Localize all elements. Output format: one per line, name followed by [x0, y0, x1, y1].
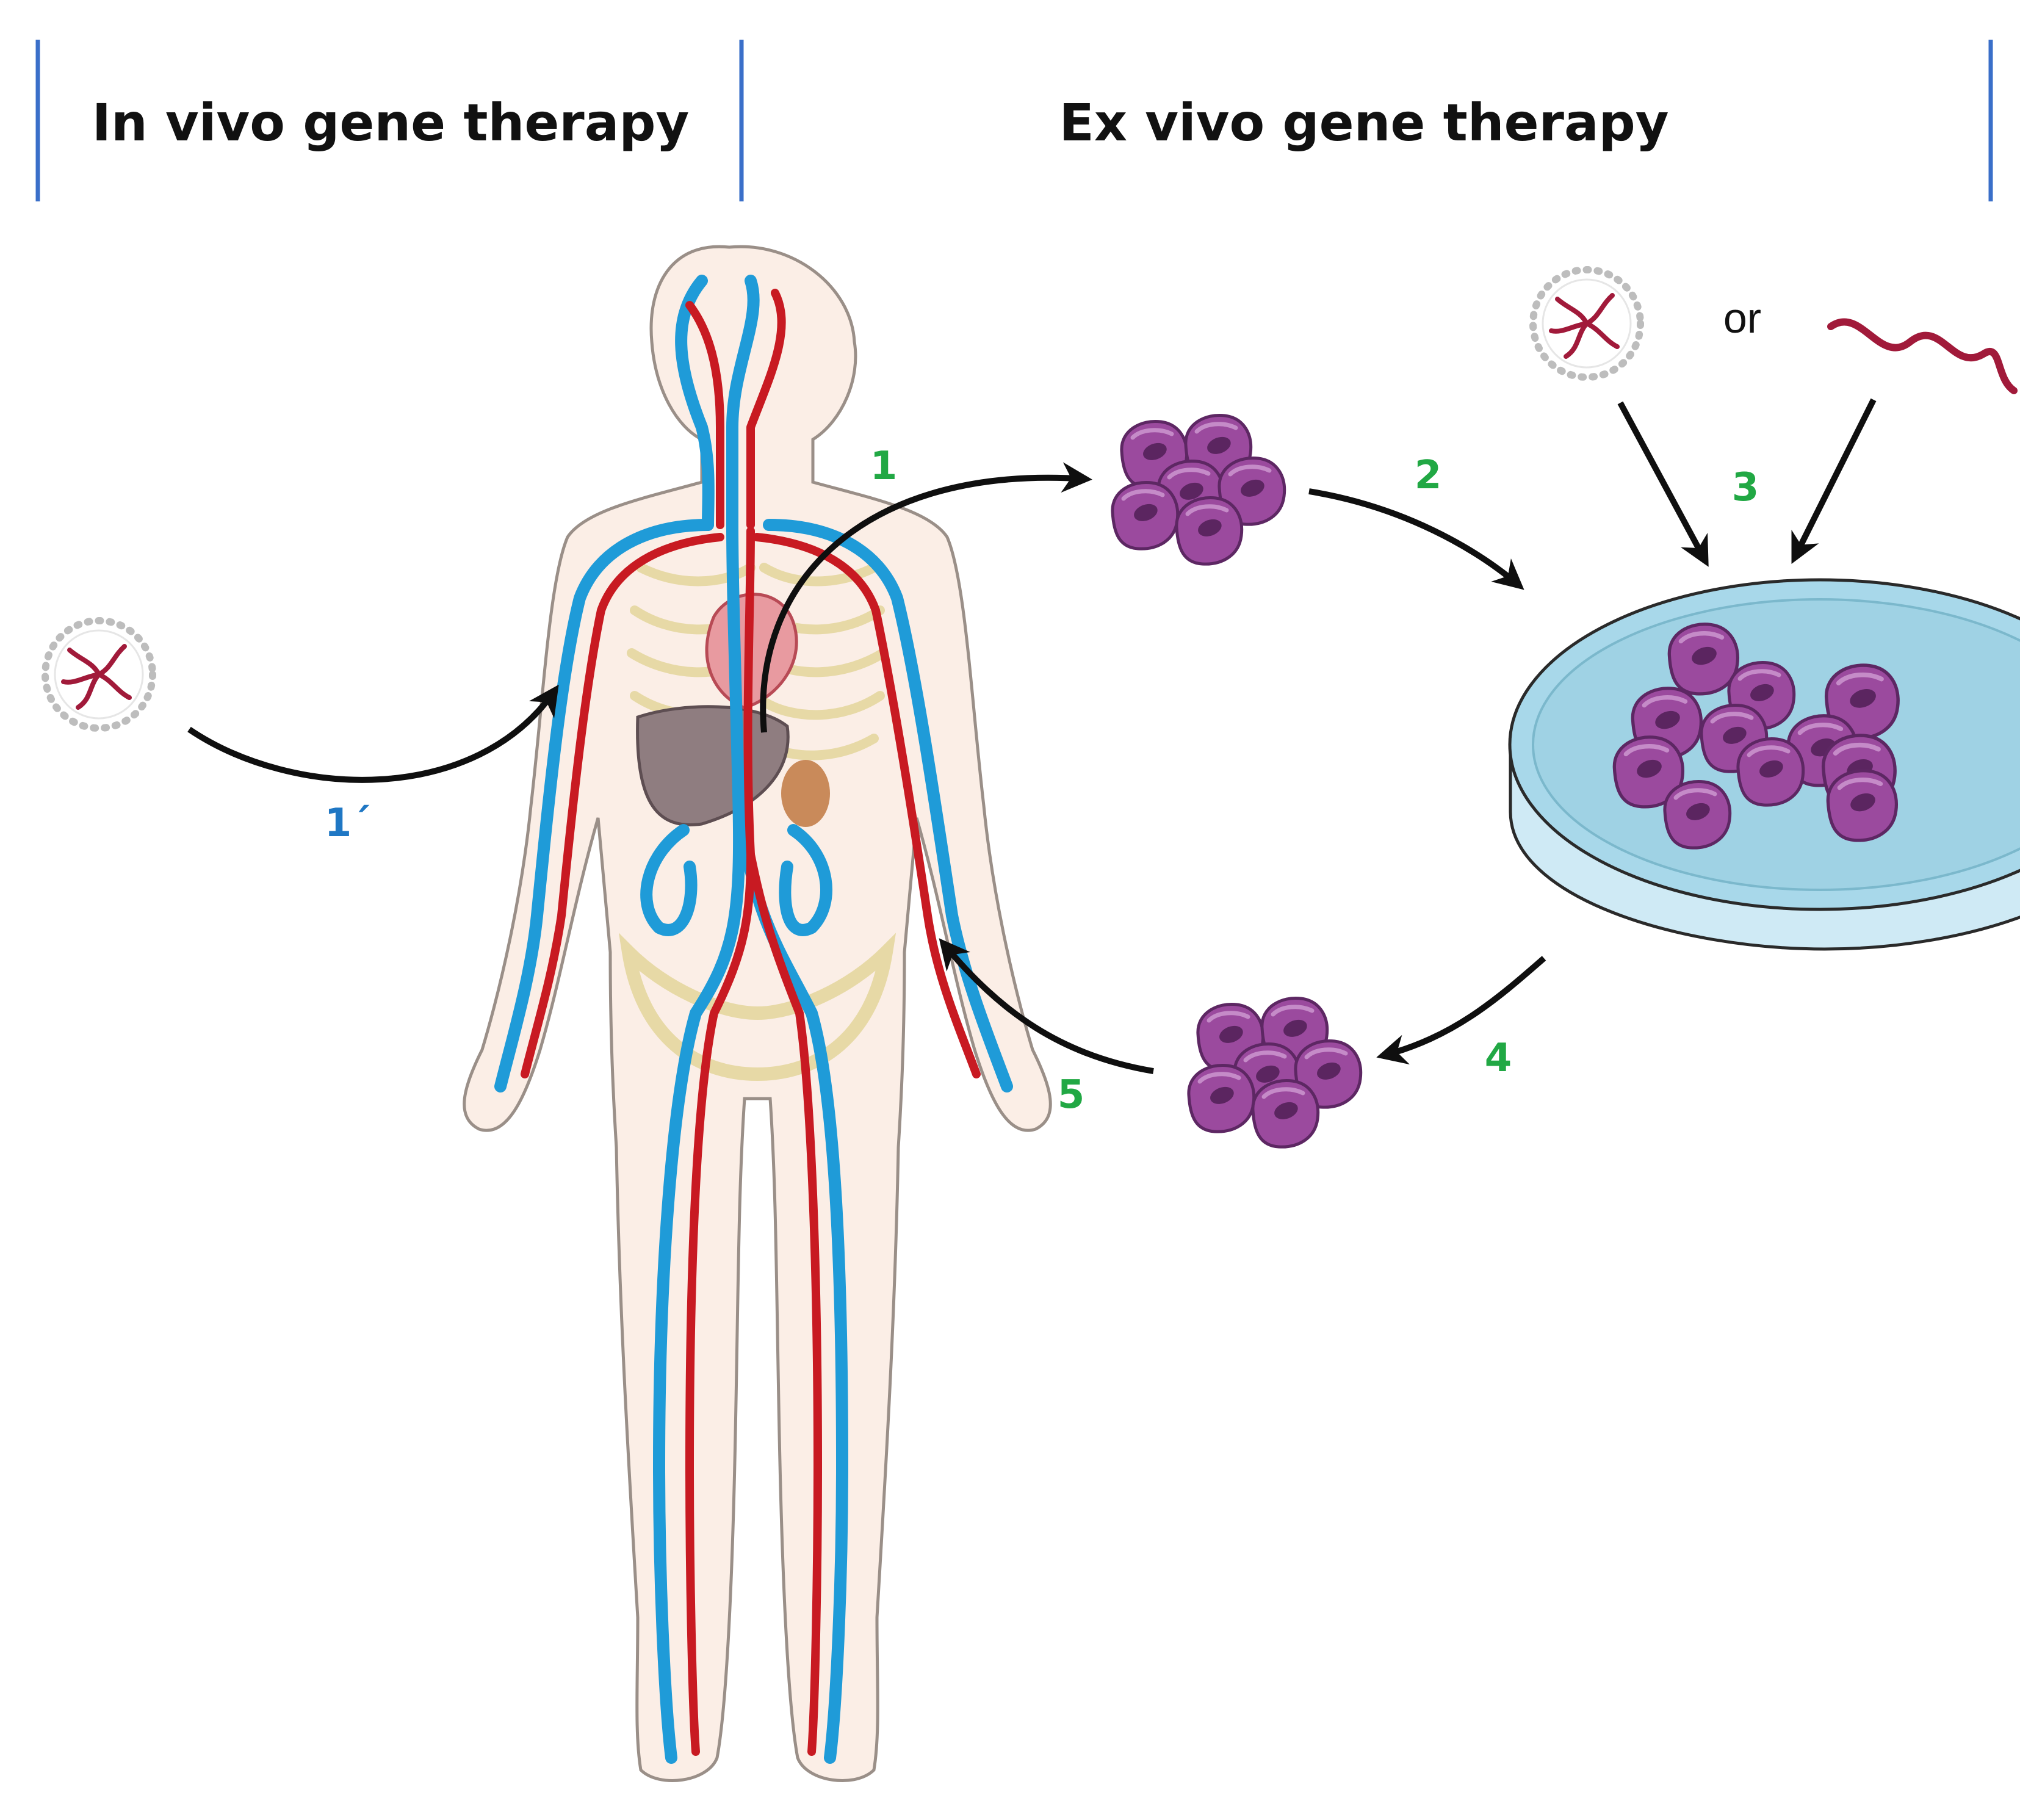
viral-vector-icon [1533, 270, 1640, 377]
step-4-label: 4 [1485, 1036, 1512, 1081]
or-label: or [1723, 294, 1761, 342]
cell-cluster-icon [1113, 415, 1285, 564]
arrow-step-4 [1376, 956, 1546, 1065]
arrow-step-1-prime [187, 684, 559, 783]
step-1-prime-label: 1´ [325, 801, 372, 846]
ex-vivo-title: Ex vivo gene therapy [1059, 93, 1668, 153]
human-body-icon [463, 245, 1052, 1782]
viral-vector-icon [45, 621, 153, 728]
arrow-step-3-left [1617, 401, 1709, 567]
cell-cluster-icon [1189, 998, 1361, 1147]
step-5-label: 5 [1058, 1072, 1085, 1118]
in-vivo-title: In vivo gene therapy [92, 93, 690, 153]
step-3-label: 3 [1732, 465, 1759, 510]
arrow-step-5 [939, 938, 1154, 1074]
arrow-step-1 [760, 462, 1092, 733]
petri-dish-icon [1508, 578, 2020, 951]
arrow-step-2 [1308, 488, 1524, 590]
nucleic-acid-icon [1827, 318, 2018, 394]
arrow-step-3-right [1791, 398, 1877, 564]
step-2-label: 2 [1415, 453, 1442, 498]
step-1-label: 1 [870, 444, 898, 489]
